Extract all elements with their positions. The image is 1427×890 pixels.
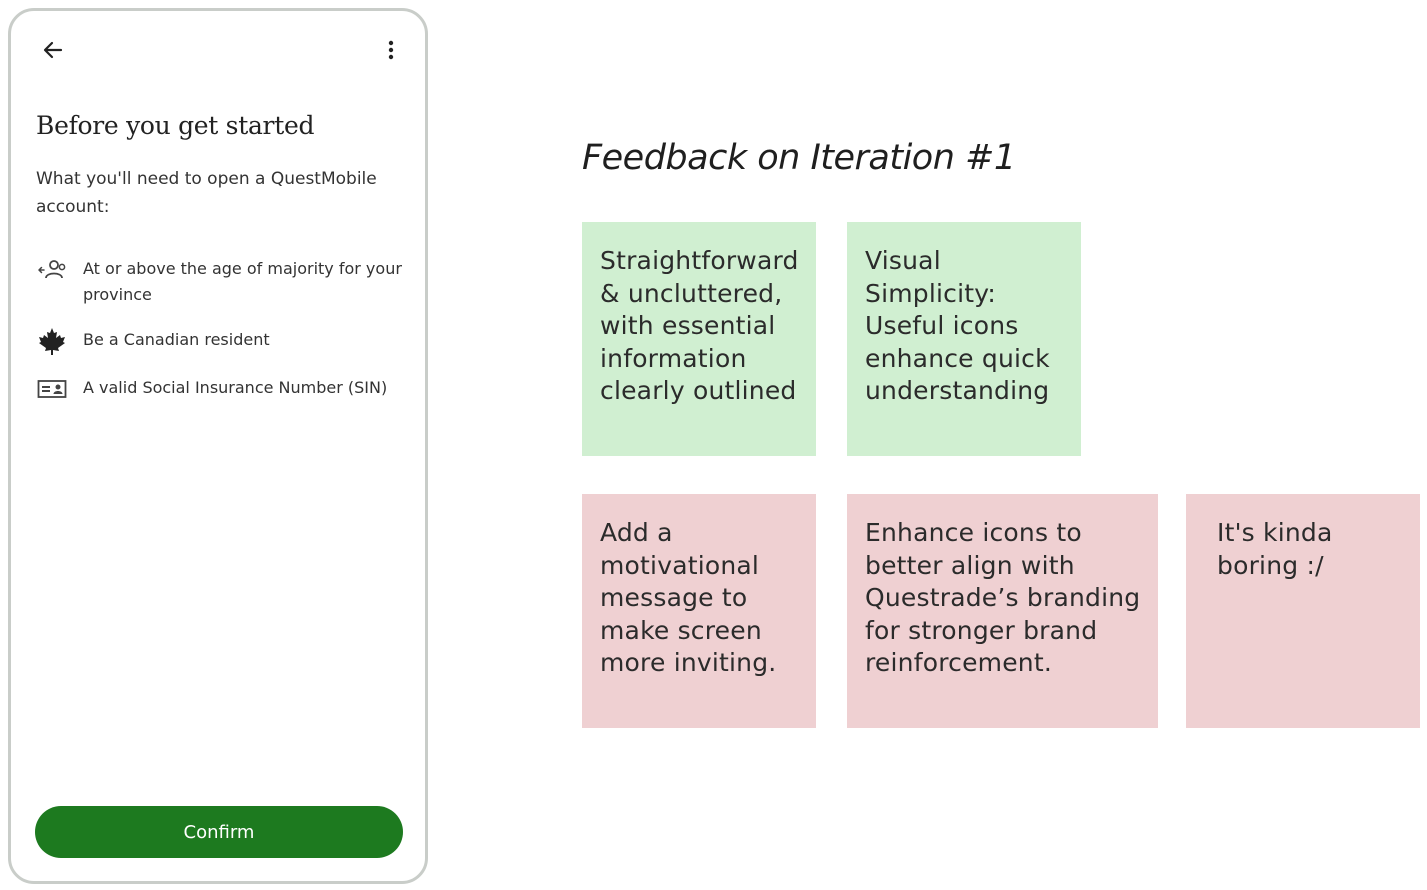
feedback-note-positive: Straightforward & uncluttered, with esse…: [582, 222, 816, 456]
requirement-text: At or above the age of majority for your…: [83, 259, 402, 304]
requirement-age: At or above the age of majority for your…: [35, 256, 415, 308]
confirm-button[interactable]: Confirm: [35, 806, 403, 858]
feedback-note-positive: Visual Simplicity: Useful icons enhance …: [847, 222, 1081, 456]
requirement-text: Be a Canadian resident: [83, 330, 270, 349]
maple-leaf-icon: [35, 328, 69, 355]
requirements-list: At or above the age of majority for your…: [35, 256, 415, 401]
feedback-note-negative: Add a motivational message to make scree…: [582, 494, 816, 728]
arrow-left-icon: [43, 41, 63, 59]
requirement-residency: Be a Canadian resident: [35, 327, 415, 355]
requirement-sin: A valid Social Insurance Number (SIN): [35, 375, 415, 401]
person-group-icon: [35, 257, 69, 283]
more-vertical-icon: [388, 40, 394, 60]
page-subtitle: What you'll need to open a QuestMobile a…: [36, 169, 377, 217]
requirement-text: A valid Social Insurance Number (SIN): [83, 378, 388, 397]
page-title: Before you get started: [36, 111, 315, 140]
feedback-note-negative: It's kinda boring :/: [1186, 494, 1420, 728]
phone-mockup: Before you get started What you'll need …: [8, 8, 428, 884]
back-button[interactable]: [37, 34, 69, 66]
feedback-note-negative: Enhance icons to better align with Quest…: [847, 494, 1158, 728]
feedback-title: Feedback on Iteration #1: [582, 138, 1016, 178]
id-card-icon: [35, 376, 69, 402]
more-options-button[interactable]: [375, 34, 407, 66]
